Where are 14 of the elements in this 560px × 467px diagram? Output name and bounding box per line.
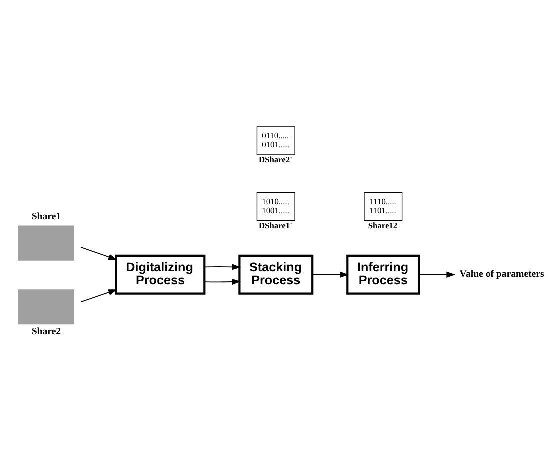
node-label: Share2 [32, 326, 62, 338]
node-label: Share1 [32, 212, 62, 223]
node-box: Inferring Process [346, 254, 420, 295]
node-text: Value of parameters [460, 268, 544, 280]
arrow [204, 264, 242, 270]
arrow [312, 272, 349, 278]
node-box [18, 290, 74, 325]
arrow [80, 290, 118, 303]
node-box: Stacking Process [238, 254, 314, 295]
arrow [80, 247, 118, 260]
node-box [18, 226, 74, 261]
arrow [204, 278, 242, 286]
node-box: Digitalizing Process [115, 254, 206, 295]
arrow [418, 272, 456, 278]
